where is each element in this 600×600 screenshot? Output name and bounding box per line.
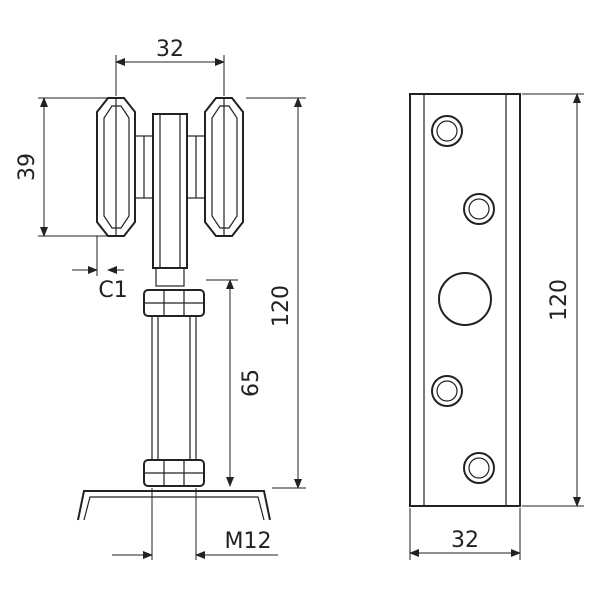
dim-thread-length-label: 65 xyxy=(239,369,264,397)
plate-hole-2 xyxy=(463,193,495,225)
dim-plate-width-label: 32 xyxy=(451,528,479,553)
front-view-dimensions: 32 39 C1 120 65 M12 xyxy=(15,37,306,560)
right-wheel xyxy=(186,97,244,237)
dim-total-height-label: 120 xyxy=(269,285,294,327)
plate-hole-3 xyxy=(431,375,463,407)
axle-body xyxy=(152,113,188,287)
dim-chamfer-label: C1 xyxy=(98,278,127,303)
dim-thread-label: M12 xyxy=(225,529,272,554)
mounting-plate-edge xyxy=(77,490,271,521)
upper-hex-nut xyxy=(143,289,205,317)
lower-hex-nut xyxy=(143,459,205,487)
dim-wheel-span-label: 32 xyxy=(156,37,184,62)
front-view-trolley xyxy=(77,97,271,521)
dim-plate-height-label: 120 xyxy=(547,279,572,321)
left-wheel xyxy=(96,97,154,237)
plate-hole-4 xyxy=(463,452,495,484)
dim-wheel-height-label: 39 xyxy=(15,153,40,181)
threaded-rod xyxy=(151,315,197,461)
plate-center-hole xyxy=(438,272,492,326)
side-view-plate xyxy=(409,93,521,507)
plate-hole-1 xyxy=(431,115,463,147)
side-view-dimensions: 120 32 xyxy=(409,93,584,560)
